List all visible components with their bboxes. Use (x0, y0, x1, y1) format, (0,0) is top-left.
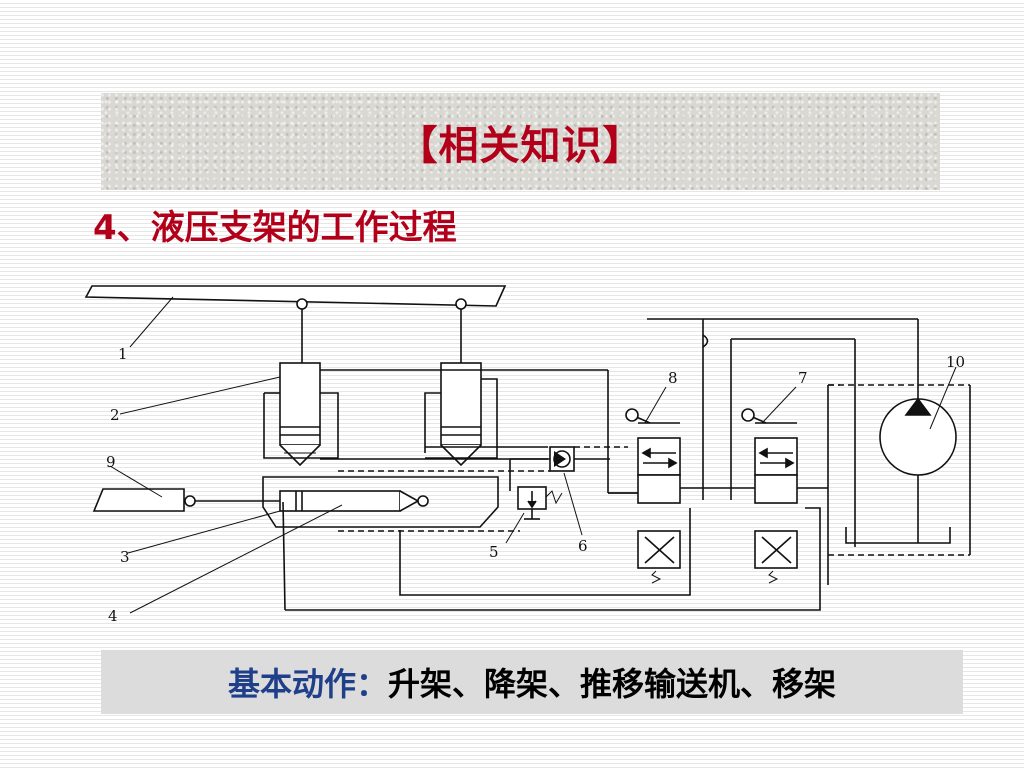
base-frame (262, 476, 499, 528)
control-valve-8 (625, 408, 681, 584)
left-prop-cylinder (279, 362, 321, 446)
label-1: 1 (118, 345, 128, 363)
right-prop-cylinder (440, 362, 482, 446)
label-8: 8 (668, 369, 678, 387)
conveyor (92, 488, 185, 512)
label-2: 2 (110, 406, 120, 424)
label-10: 10 (946, 353, 965, 371)
label-6: 6 (578, 537, 588, 555)
leader-1 (129, 296, 174, 348)
control-valve-7 (741, 408, 798, 584)
section-heading: 4、液压支架的工作过程 (93, 208, 457, 248)
slide-title: 【相关知识】 (397, 122, 644, 169)
footer-banner: 基本动作： 升架、降架、推移输送机、移架 (101, 650, 963, 714)
basic-actions-text: 升架、降架、推移输送机、移架 (388, 665, 837, 703)
title-banner: 【相关知识】 (101, 93, 940, 190)
label-4: 4 (108, 607, 118, 625)
canopy-beam (84, 285, 507, 307)
label-5: 5 (489, 543, 499, 561)
label-7: 7 (798, 369, 808, 387)
label-9: 9 (106, 453, 116, 471)
push-cylinder (279, 490, 401, 512)
label-3: 3 (120, 548, 130, 566)
hydraulic-support-diagram: 1 2 3 4 9 (80, 275, 980, 635)
basic-actions-label: 基本动作： (227, 665, 388, 703)
